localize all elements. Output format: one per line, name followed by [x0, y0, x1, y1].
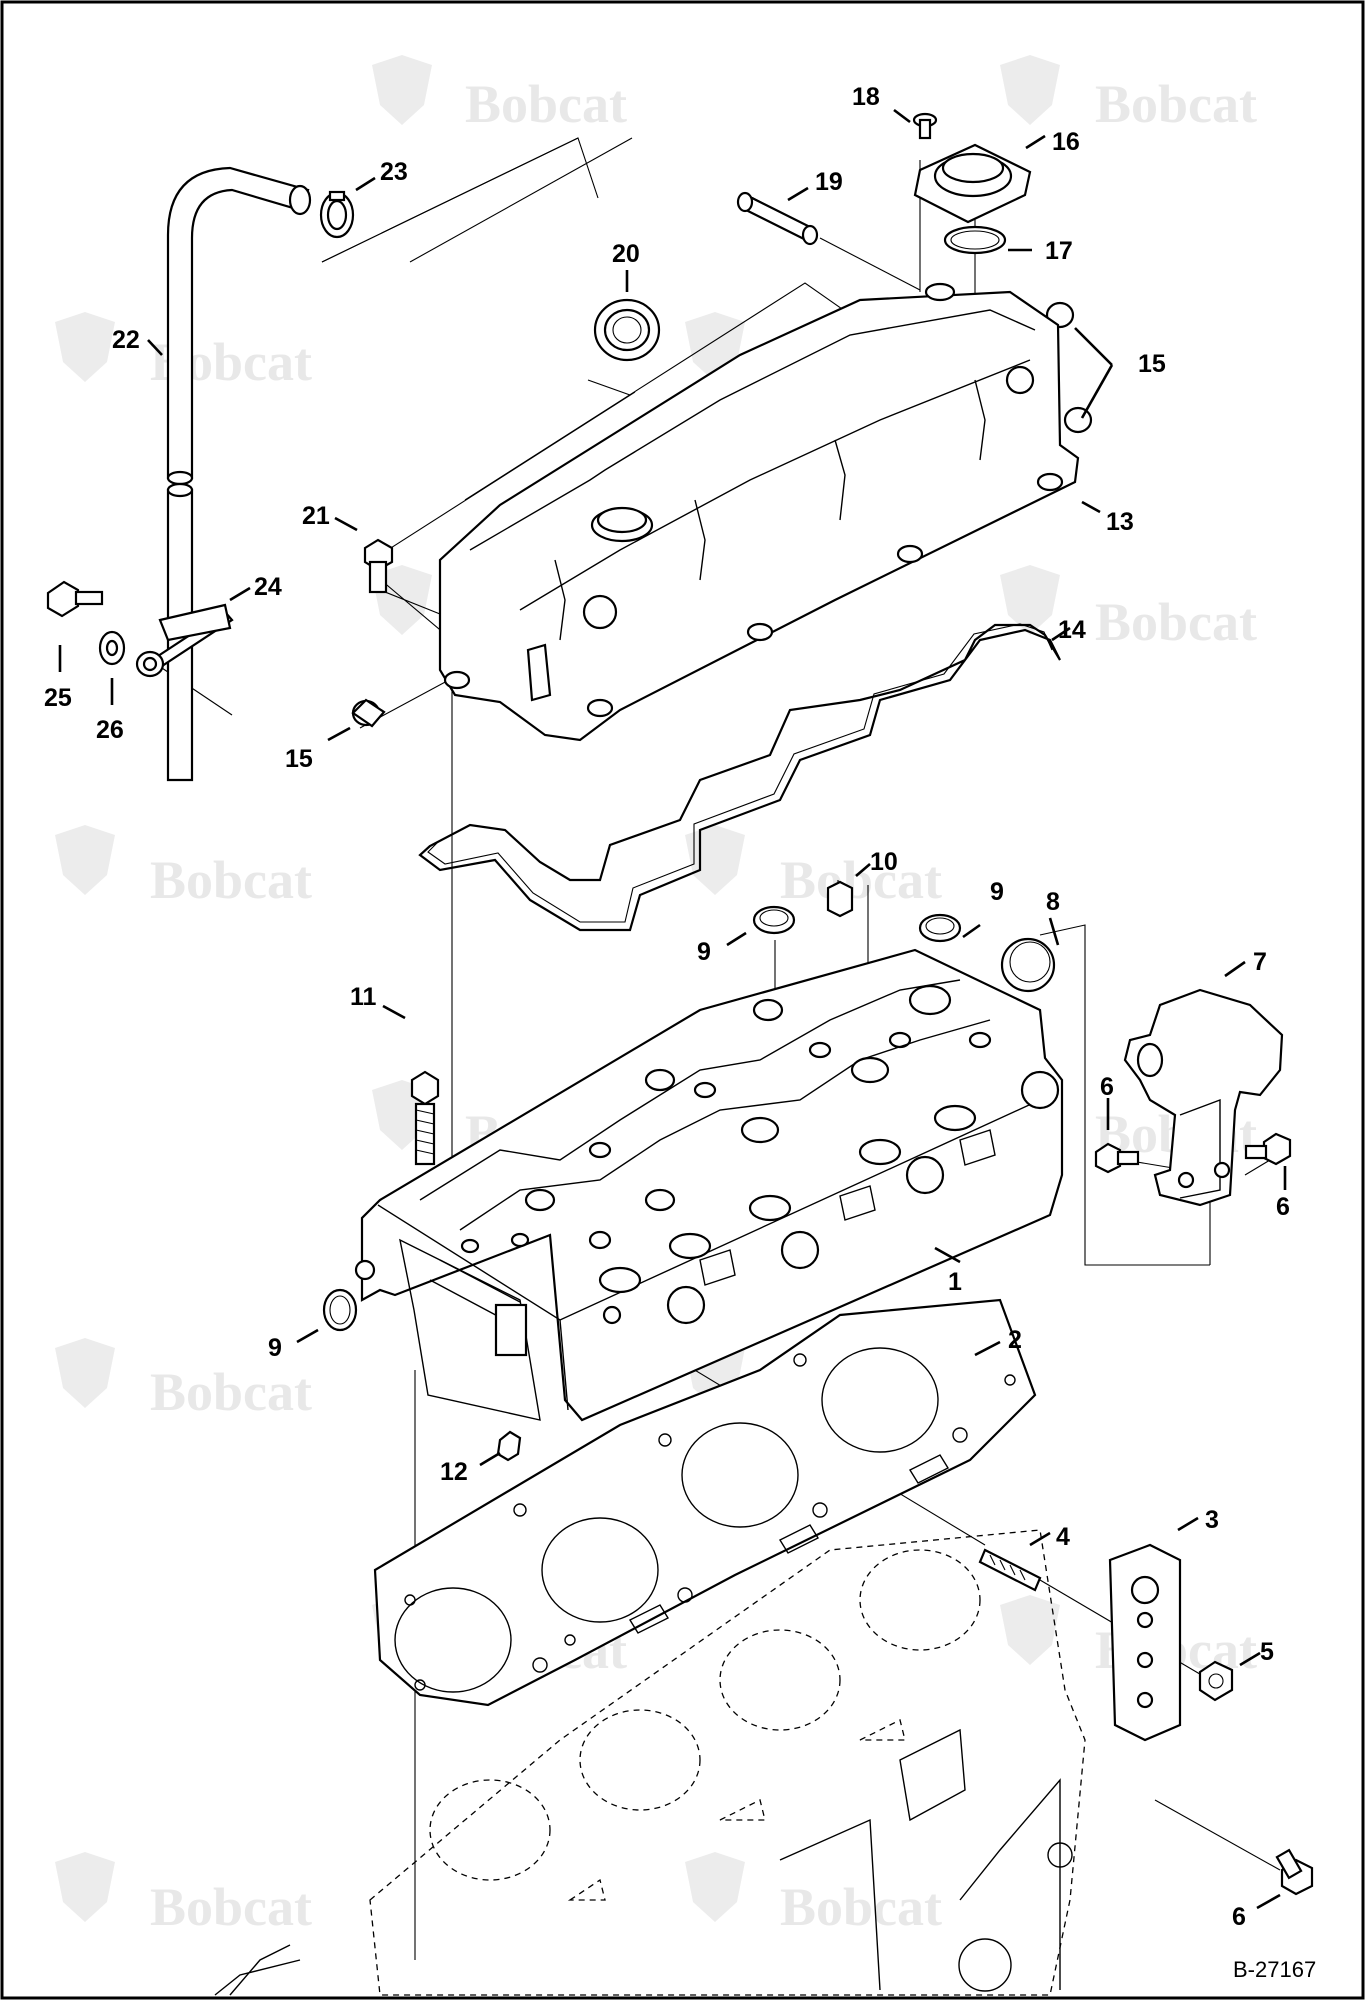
part-9-seal-top-right	[918, 913, 962, 943]
callout-26: 26	[96, 716, 124, 744]
part-23-hose-clamp	[319, 190, 355, 239]
callout-15-right: 15	[1138, 350, 1166, 378]
part-7-lifting-bracket	[1123, 988, 1284, 1207]
watermark-text-2: Bobcat	[1095, 74, 1257, 134]
callout-15-left: 15	[285, 745, 313, 773]
part-25-bolt	[46, 580, 104, 618]
callout-2: 2	[1008, 1326, 1022, 1354]
callout-7: 7	[1253, 948, 1267, 976]
callout-19: 19	[815, 168, 843, 196]
watermark-logo-6: Bobcat	[1000, 565, 1257, 652]
callout-labels: 1 2 3 4 5 6 6 6 7 8 9 9 9 10 11 12 13 14…	[44, 83, 1290, 1931]
callout-4: 4	[1056, 1523, 1070, 1551]
callout-14: 14	[1058, 616, 1086, 644]
part-6-bolt-right	[1244, 1132, 1292, 1166]
callout-20: 20	[612, 240, 640, 268]
watermark-text-16: Bobcat	[780, 1877, 942, 1937]
callout-leaders	[58, 108, 1287, 1910]
part-24-hose-bracket	[135, 603, 234, 678]
part-13-valve-cover	[438, 282, 1080, 742]
part-5-nut	[1198, 1660, 1234, 1702]
watermark-logo-8: Bobcat	[685, 825, 942, 910]
callout-6-left: 6	[1100, 1073, 1114, 1101]
callout-25: 25	[44, 684, 72, 712]
part-2-head-gasket	[373, 1298, 1037, 1707]
part-22-breather-hose	[166, 166, 312, 782]
watermark-logo-2: Bobcat	[1000, 55, 1257, 134]
part-10-plug	[826, 880, 854, 918]
callout-9-side: 9	[268, 1334, 282, 1362]
callout-9-top-right: 9	[990, 878, 1004, 906]
engine-block-phantom	[214, 1529, 1086, 1996]
part-4-stud	[978, 1548, 1042, 1592]
part-20-oil-seal	[593, 298, 661, 362]
watermark-text-11: Bobcat	[150, 1362, 312, 1422]
callout-24: 24	[254, 573, 282, 601]
callout-12: 12	[440, 1458, 468, 1486]
callout-1: 1	[948, 1268, 962, 1296]
callout-8: 8	[1046, 888, 1060, 916]
watermark-text-1: Bobcat	[465, 74, 627, 134]
part-14-cover-gasket	[418, 623, 1061, 932]
watermark-text-7: Bobcat	[150, 850, 312, 910]
watermark-text-8: Bobcat	[780, 850, 942, 910]
callout-22: 22	[112, 326, 140, 354]
callout-18: 18	[852, 83, 880, 111]
part-11-head-bolt	[410, 1070, 440, 1166]
part-21-bolt	[363, 538, 394, 594]
part-6-bolt-bottom	[1275, 1848, 1314, 1896]
part-26-washer	[98, 630, 126, 666]
callout-23: 23	[380, 158, 408, 186]
watermark-logo-16: Bobcat	[685, 1852, 942, 1937]
callout-10: 10	[870, 848, 898, 876]
part-9-seal-side	[322, 1288, 358, 1332]
part-19-breather-tube	[736, 191, 819, 246]
document-id: B-27167	[1233, 1957, 1316, 1982]
part-6-bolt-left	[1094, 1142, 1140, 1174]
part-15-grommet-left	[351, 698, 386, 728]
callout-3: 3	[1205, 1506, 1219, 1534]
callout-5: 5	[1260, 1638, 1274, 1666]
part-3-plate	[1108, 1543, 1182, 1742]
callout-6-bottom: 6	[1232, 1903, 1246, 1931]
callout-21: 21	[302, 502, 330, 530]
part-18-screw	[912, 112, 938, 140]
callout-16: 16	[1052, 128, 1080, 156]
part-1-cylinder-head	[354, 948, 1064, 1422]
watermark-logo-1: Bobcat	[372, 55, 627, 134]
callout-11: 11	[350, 983, 377, 1011]
part-8-expansion-plug	[1000, 937, 1056, 993]
part-16-breather-cap	[913, 143, 1032, 224]
part-17-o-ring	[943, 225, 1007, 255]
watermark-text-15: Bobcat	[150, 1877, 312, 1937]
part-9-seal-top-left	[752, 905, 796, 935]
watermark-logo-11: Bobcat	[55, 1338, 312, 1422]
watermark-logo-15: Bobcat	[55, 1852, 312, 1937]
callout-17: 17	[1045, 237, 1073, 265]
watermark-text-6: Bobcat	[1095, 592, 1257, 652]
watermark-logo-7: Bobcat	[55, 825, 312, 910]
callout-13: 13	[1106, 508, 1134, 536]
callout-9-top-left: 9	[697, 938, 711, 966]
callout-6-right: 6	[1276, 1193, 1290, 1221]
part-12-plug	[496, 1430, 522, 1462]
